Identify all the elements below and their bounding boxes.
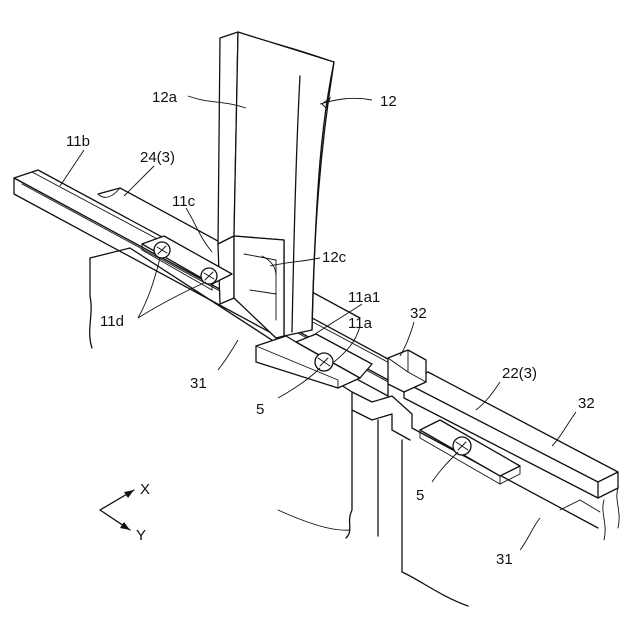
axis-indicator — [100, 490, 134, 530]
label-5-left: 5 — [256, 401, 264, 418]
label-12a: 12a — [152, 89, 178, 106]
axis-y-label: Y — [136, 527, 146, 544]
label-31-right: 31 — [496, 551, 513, 568]
label-11a: 11a — [348, 315, 373, 332]
label-32-right: 32 — [578, 395, 595, 412]
label-24: 24(3) — [140, 149, 175, 166]
label-11a1: 11a1 — [348, 289, 380, 306]
axis-x-label: X — [140, 481, 150, 498]
label-11b: 11b — [66, 133, 90, 150]
label-11d: 11d — [100, 313, 124, 330]
label-5-right: 5 — [416, 487, 424, 504]
ledge-31 — [90, 248, 600, 528]
label-11c: 11c — [172, 193, 196, 210]
vertical-member-12 — [218, 32, 334, 338]
label-12c: 12c — [322, 249, 347, 266]
label-32-top: 32 — [410, 305, 427, 322]
label-12: 12 — [380, 93, 397, 110]
label-22: 22(3) — [502, 365, 537, 382]
label-31-left: 31 — [190, 375, 207, 392]
